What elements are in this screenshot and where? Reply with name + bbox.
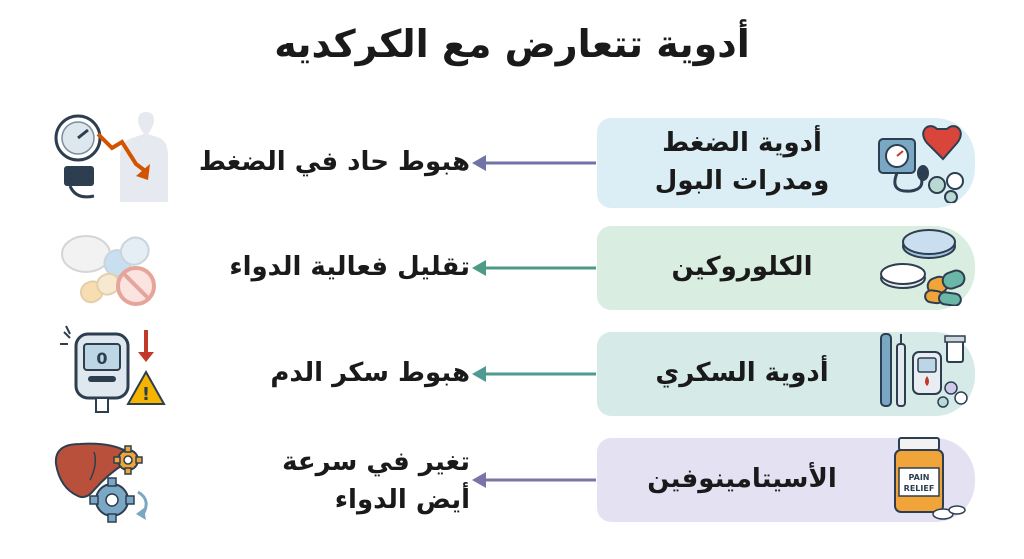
blood-pressure-heart-pills-icon [877, 119, 969, 207]
pills-capsule-icon [877, 226, 969, 310]
bottle-label-text: RELIEF [904, 484, 935, 493]
drug-card-bp: أدوية الضغط ومدرات البول [597, 118, 975, 208]
liver-metabolism-icon [50, 434, 168, 534]
drug-label: الأسيتامينوفين [647, 464, 837, 495]
effect-text: تقليل فعالية الدواء [229, 252, 470, 283]
arrow-icon [472, 155, 596, 171]
drug-label: أدوية الضغط [662, 128, 822, 159]
svg-text:0: 0 [96, 349, 107, 368]
pain-relief-bottle-icon: PAIN RELIEF [877, 434, 969, 526]
blood-pressure-drop-icon [50, 112, 168, 208]
drug-card-acetaminophen: الأسيتامينوفين PAIN RELIEF [597, 437, 975, 522]
drug-card-diabetes: أدوية السكري [597, 332, 975, 416]
effect-text: هبوط حاد في الضغط [198, 147, 470, 178]
bottle-label-text: PAIN [909, 473, 930, 482]
effect-text: هبوط سكر الدم [270, 358, 470, 389]
drug-card-chloroquine: الكلوروكين [597, 226, 975, 310]
faded-pills-blocked-icon [50, 226, 168, 314]
drug-label: أدوية السكري [655, 358, 829, 389]
page-title: أدوية تتعارض مع الكركديه [274, 22, 750, 66]
low-glucose-warning-icon: 0 ! [50, 322, 168, 422]
drug-label-line2: ومدرات البول [654, 166, 830, 196]
drug-label: الكلوروكين [671, 252, 813, 283]
arrow-icon [472, 260, 596, 276]
arrow-icon [472, 472, 596, 488]
arrow-icon [472, 366, 596, 382]
svg-text:!: ! [142, 384, 150, 405]
insulin-glucometer-icon [877, 330, 969, 418]
